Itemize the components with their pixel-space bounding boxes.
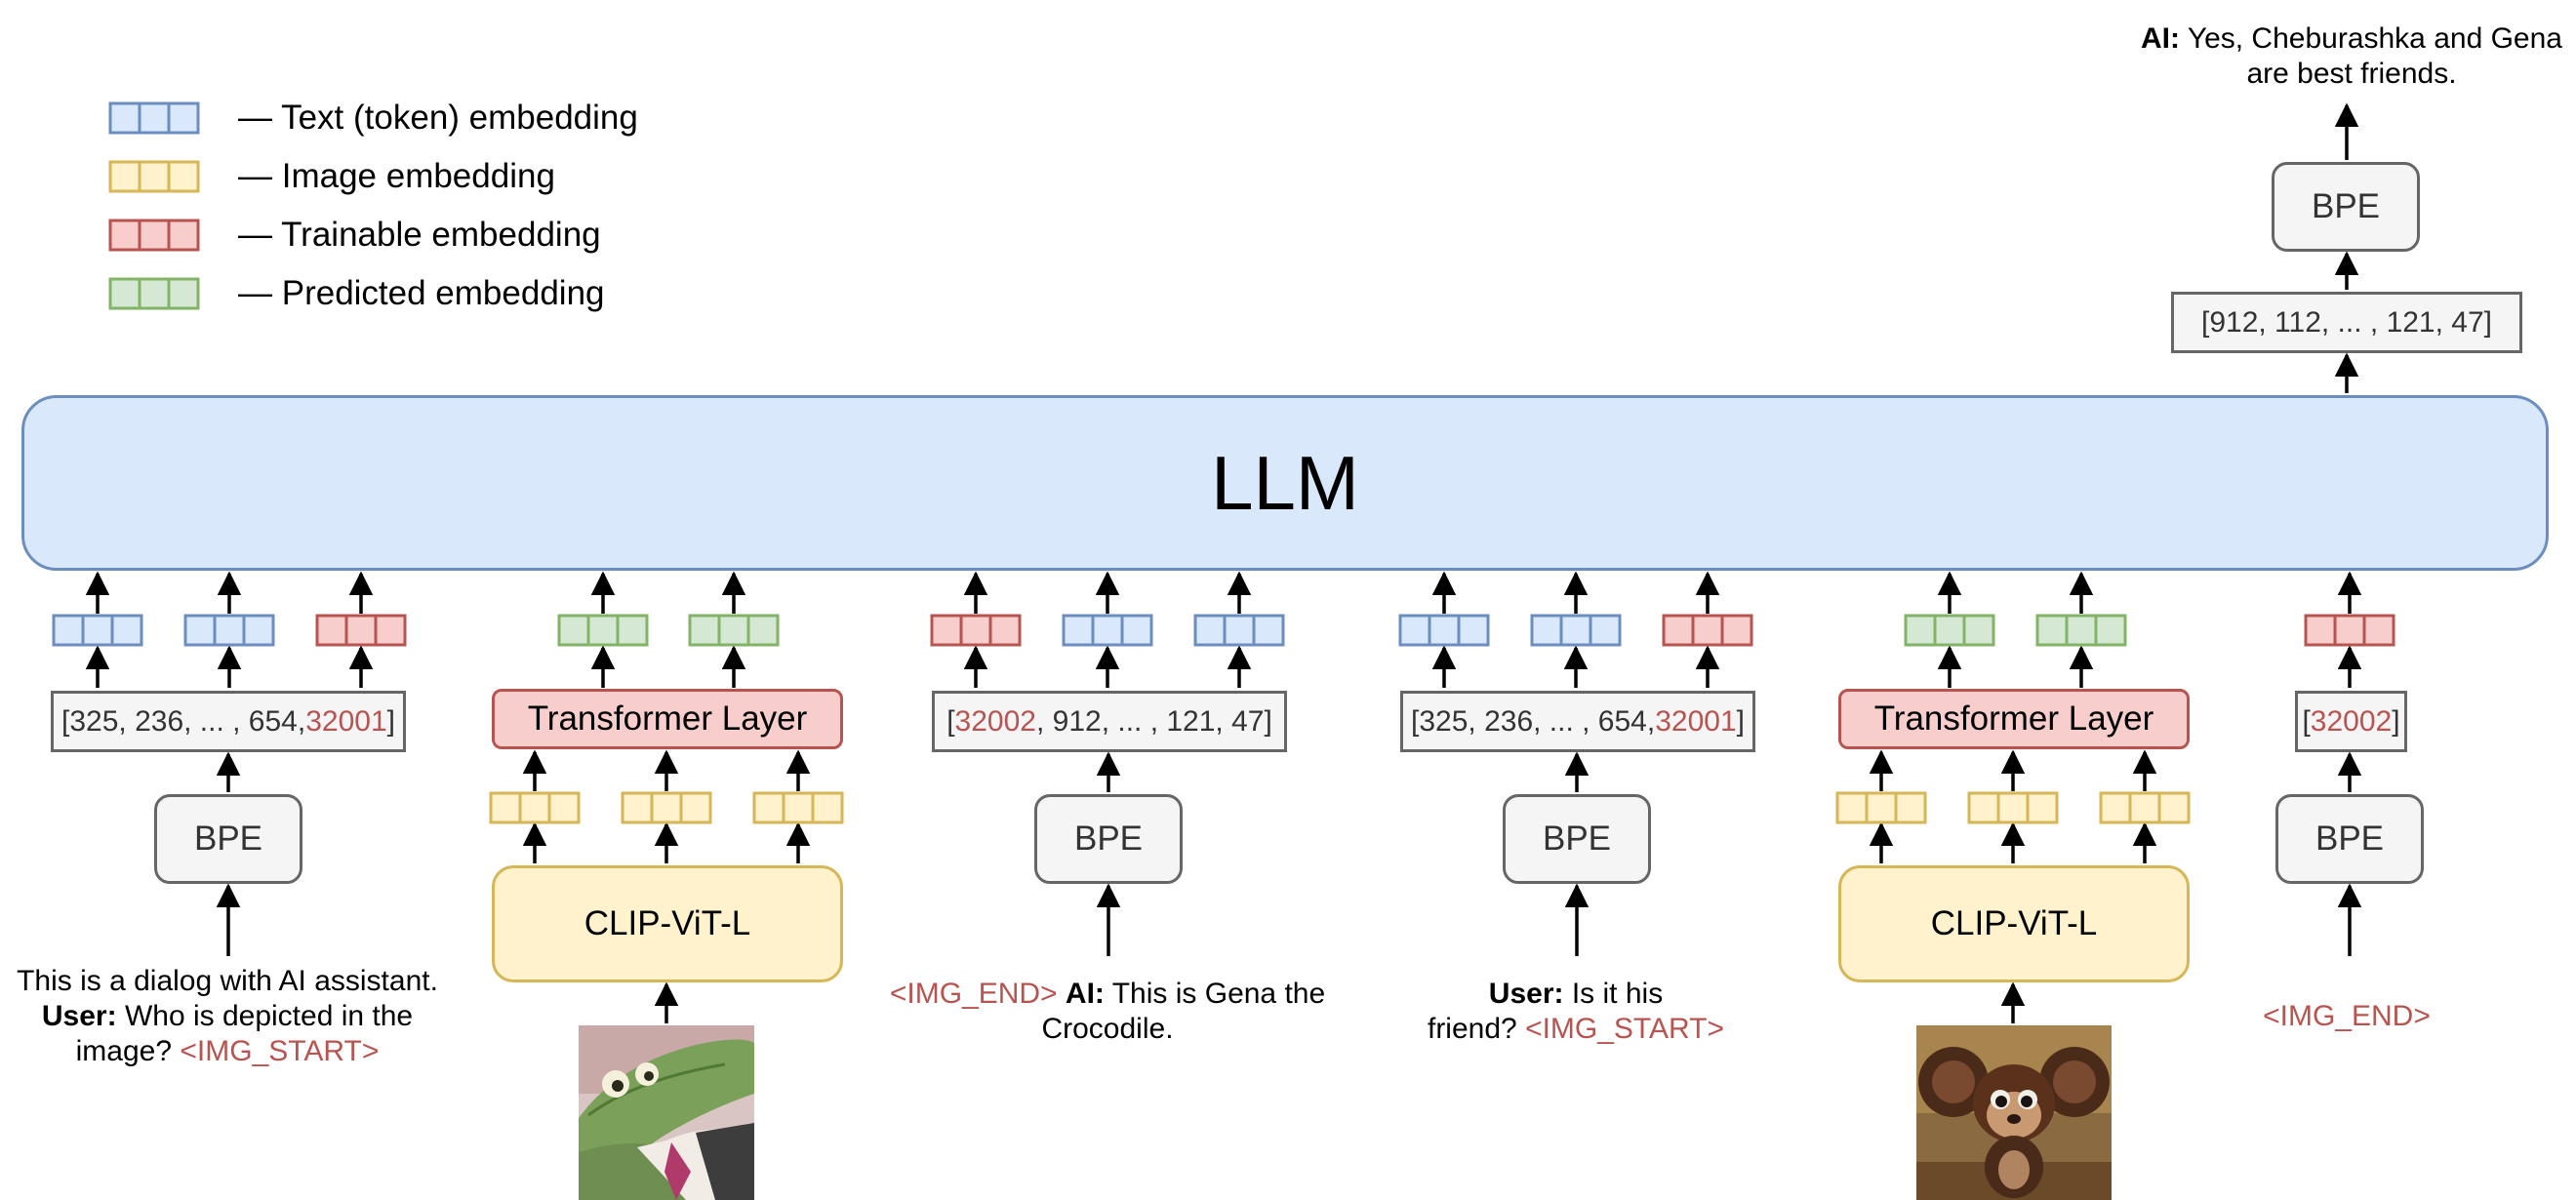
legend-label: — Text (token) embedding [238,99,638,137]
legend-text-embedding: — Text (token) embedding [107,99,638,137]
legend-swatch-text [108,101,200,135]
embedding-strip-predicted [1904,614,1995,647]
c1-caption-special: <IMG_START> [180,1035,380,1067]
c1-caption-line2: Who is depicted in the [124,1000,414,1032]
c6-tokens-special: 32002 [2310,704,2393,738]
crocodile-illustration [579,1025,754,1200]
c2-clip-encoder: CLIP-ViT-L [492,865,843,982]
c3-caption: <IMG_END> AI: This is Gena the Crocodile… [859,977,1356,1047]
embedding-strip-text [1062,614,1153,647]
legend-predicted-embedding: — Predicted embedding [107,274,605,312]
c3-tokens-open: [ [946,704,955,738]
embedding-strip-text [1398,614,1490,647]
image-embedding-strip [752,791,844,824]
c4-caption-line2: friend? [1427,1013,1517,1045]
c6-caption: <IMG_END> [2195,999,2498,1034]
c6-tokens-open: [ [2302,704,2311,738]
legend-swatch-trainable [108,219,200,252]
embedding-strip-trainable [315,614,407,647]
embeddings-group [52,614,2395,824]
embedding-strip-trainable [2304,614,2395,647]
embedding-strip-predicted [557,614,649,647]
legend-label: — Predicted embedding [238,274,605,312]
embedding-strip-trainable [1662,614,1753,647]
c3-caption-line2: Crocodile. [1041,1013,1174,1045]
c6-token-ids: [32002] [2295,691,2407,752]
llm-block: LLM [21,395,2549,571]
embedding-strip-predicted [2035,614,2127,647]
c1-caption-line1: This is a dialog with AI assistant. [17,965,438,997]
legend-trainable-embedding: — Trainable embedding [107,216,601,254]
c1-caption: This is a dialog with AI assistant. User… [0,964,455,1069]
c6-bpe-box: BPE [2275,794,2424,884]
cheburashka-image [1916,1025,2112,1200]
output-token-ids: [912, 112, ... , 121, 47] [2171,292,2522,353]
c1-caption-line3: image? [75,1035,173,1067]
c6-tokens-close: ] [2392,704,2400,738]
legend-label: — Image embedding [238,157,555,195]
c1-tokens-plain: [325, 236, ... , 654, [61,704,306,738]
legend-swatch-strip [108,101,200,135]
c6-caption-special: <IMG_END> [2263,1000,2431,1032]
c3-caption-special: <IMG_END> [889,978,1058,1010]
c4-token-ids: [325, 236, ... , 654, 32001] [1400,691,1755,752]
legend-swatch-strip [108,277,200,310]
arrows-group [85,102,2362,1023]
output-line1: Yes, Cheburashka and Gena [2187,22,2562,55]
legend-swatch-image [108,160,200,193]
c4-tokens-plain: [325, 236, ... , 654, [1411,704,1656,738]
c2-transformer-layer: Transformer Layer [492,689,843,749]
embedding-strip-trainable [930,614,1022,647]
c4-bpe-box: BPE [1503,794,1651,884]
crocodile-image [579,1025,754,1200]
c1-caption-speaker: User: [41,1000,117,1032]
legend-image-embedding: — Image embedding [107,157,555,195]
image-embedding-strip [621,791,712,824]
embedding-strip-predicted [688,614,780,647]
embedding-strip-text [1193,614,1285,647]
c4-caption-line1: Is it his [1571,978,1664,1010]
image-embedding-strip [489,791,581,824]
image-embedding-strip [1835,791,1927,824]
image-embedding-strip [1967,791,2059,824]
embedding-strip-text [183,614,275,647]
c1-tokens-close: ] [386,704,395,738]
c5-transformer-layer: Transformer Layer [1838,689,2190,749]
legend-swatch-predicted [108,277,200,310]
legend-label: — Trainable embedding [238,216,601,254]
legend-swatch-strip [108,219,200,252]
c3-token-ids: [32002, 912, ... , 121, 47] [932,691,1287,752]
c1-bpe-box: BPE [154,794,302,884]
output-speaker: AI: [2141,22,2181,55]
cheburashka-illustration [1916,1025,2112,1200]
output-caption: AI: Yes, Cheburashka and Gena are best f… [2127,21,2576,92]
c4-caption-special: <IMG_START> [1525,1013,1725,1045]
c1-tokens-special: 32001 [305,704,387,738]
embedding-strip-text [1530,614,1622,647]
c3-bpe-box: BPE [1034,794,1183,884]
c4-caption-speaker: User: [1488,978,1564,1010]
c4-caption: User: Is it his friend? <IMG_START> [1366,977,1786,1047]
c3-tokens-plain: , 912, ... , 121, 47] [1035,704,1272,738]
legend-swatch-strip [108,160,200,193]
c3-tokens-special: 32002 [954,704,1036,738]
c3-caption-speaker: AI: [1065,978,1105,1010]
output-bpe-box: BPE [2272,162,2420,252]
c4-tokens-special: 32001 [1655,704,1737,738]
c5-clip-encoder: CLIP-ViT-L [1838,865,2190,982]
c1-token-ids: [325, 236, ... , 654, 32001] [51,691,406,752]
c4-tokens-close: ] [1736,704,1745,738]
c3-caption-line1: This is Gena the [1111,978,1326,1010]
output-line2: are best friends. [2246,58,2457,90]
image-embedding-strip [2099,791,2191,824]
embedding-strip-text [52,614,143,647]
